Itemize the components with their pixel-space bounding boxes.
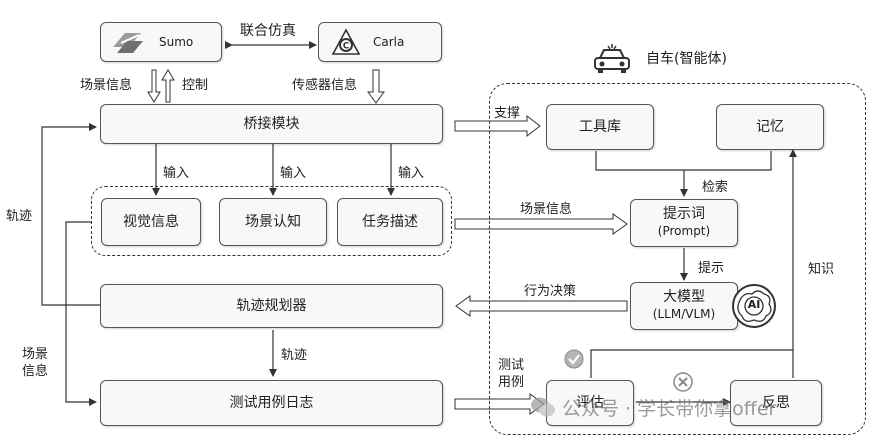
retrieve-label: 检索 bbox=[702, 180, 729, 195]
support-label: 支撑 bbox=[494, 106, 521, 121]
carla-label: Carla bbox=[373, 34, 405, 49]
decision-hollow-arrow bbox=[455, 295, 628, 317]
task-description-box: 任务描述 bbox=[337, 198, 443, 246]
visual-info-label: 视觉信息 bbox=[123, 213, 179, 230]
visual-info-box: 视觉信息 bbox=[101, 198, 201, 246]
test-log-box: 测试用例日志 bbox=[100, 380, 443, 426]
sumo-label: Sumo bbox=[159, 34, 194, 49]
svg-text:C: C bbox=[343, 42, 350, 52]
memory-label: 记忆 bbox=[756, 118, 784, 135]
support-hollow-arrow bbox=[454, 114, 541, 138]
scene-cognition-label: 场景认知 bbox=[245, 213, 301, 230]
scene-info-loop bbox=[65, 221, 97, 406]
check-icon bbox=[564, 349, 584, 369]
toolkit-label: 工具库 bbox=[579, 118, 621, 135]
prompt-box: 提示词 (Prompt) bbox=[630, 199, 738, 247]
trajectory-planner-label: 轨迹规划器 bbox=[236, 297, 307, 314]
evaluate-box: 评估 bbox=[546, 380, 634, 426]
evaluate-label: 评估 bbox=[576, 394, 604, 411]
scene-cognition-box: 场景认知 bbox=[219, 198, 327, 246]
input-label-2: 输入 bbox=[280, 166, 307, 181]
prompt-sub-label: (Prompt) bbox=[657, 224, 711, 238]
memory-box: 记忆 bbox=[716, 104, 824, 150]
scene-info-right-label: 场景信息 bbox=[520, 202, 573, 217]
control-hollow-arrow bbox=[161, 69, 175, 103]
cosim-label: 联合仿真 bbox=[240, 23, 296, 39]
scene-info-hollow-arrow bbox=[147, 69, 161, 103]
left-scene-info-label: 场景 信息 bbox=[22, 347, 49, 379]
task-description-label: 任务描述 bbox=[362, 213, 418, 230]
test-case-label: 测试 用例 bbox=[498, 358, 525, 390]
test-log-label: 测试用例日志 bbox=[229, 394, 314, 411]
toolkit-box: 工具库 bbox=[546, 104, 654, 150]
trajectory-planner-box: 轨迹规划器 bbox=[100, 284, 443, 328]
llm-sub-label: (LLM/VLM) bbox=[652, 307, 716, 321]
ai-badge-label: AI bbox=[747, 298, 761, 311]
knowledge-label: 知识 bbox=[808, 262, 835, 277]
car-icon bbox=[594, 44, 630, 73]
left-trajectory-label: 轨迹 bbox=[6, 209, 33, 224]
scene-info-top-label: 场景信息 bbox=[80, 78, 133, 93]
sumo-box: Sumo bbox=[100, 22, 222, 62]
prompt-label: 提示词 bbox=[663, 206, 705, 222]
ai-brain-icon: AI bbox=[730, 282, 778, 330]
reflect-box: 反思 bbox=[730, 380, 822, 426]
decision-label: 行为决策 bbox=[524, 284, 577, 299]
control-label: 控制 bbox=[182, 78, 209, 93]
trajectory-loop bbox=[41, 123, 100, 306]
sumo-logo-icon bbox=[113, 33, 143, 53]
hint-label: 提示 bbox=[698, 261, 725, 276]
input-label-3: 输入 bbox=[398, 166, 425, 181]
reflect-label: 反思 bbox=[762, 394, 790, 411]
agent-title: 自车(智能体) bbox=[646, 51, 727, 67]
input-label-1: 输入 bbox=[163, 166, 190, 181]
bridge-module-box: 桥接模块 bbox=[100, 104, 443, 144]
llm-label: 大模型 bbox=[663, 289, 705, 305]
info-group bbox=[91, 186, 452, 256]
sensor-info-label: 传感器信息 bbox=[292, 78, 358, 93]
scene-to-prompt-hollow-arrow bbox=[454, 213, 628, 235]
carla-logo-icon: C bbox=[331, 28, 361, 55]
agent-region bbox=[489, 83, 866, 435]
llm-box: 大模型 (LLM/VLM) bbox=[630, 282, 738, 330]
cross-icon bbox=[673, 372, 693, 392]
sensor-hollow-arrow bbox=[367, 69, 385, 104]
llm-to-eval bbox=[590, 349, 793, 378]
wechat-icon bbox=[531, 397, 555, 417]
watermark-text: 公众号 · 学长带你拿offer bbox=[562, 398, 777, 420]
carla-box: C Carla bbox=[318, 22, 442, 62]
bridge-module-label: 桥接模块 bbox=[243, 115, 300, 132]
planner-output-label: 轨迹 bbox=[281, 348, 308, 363]
